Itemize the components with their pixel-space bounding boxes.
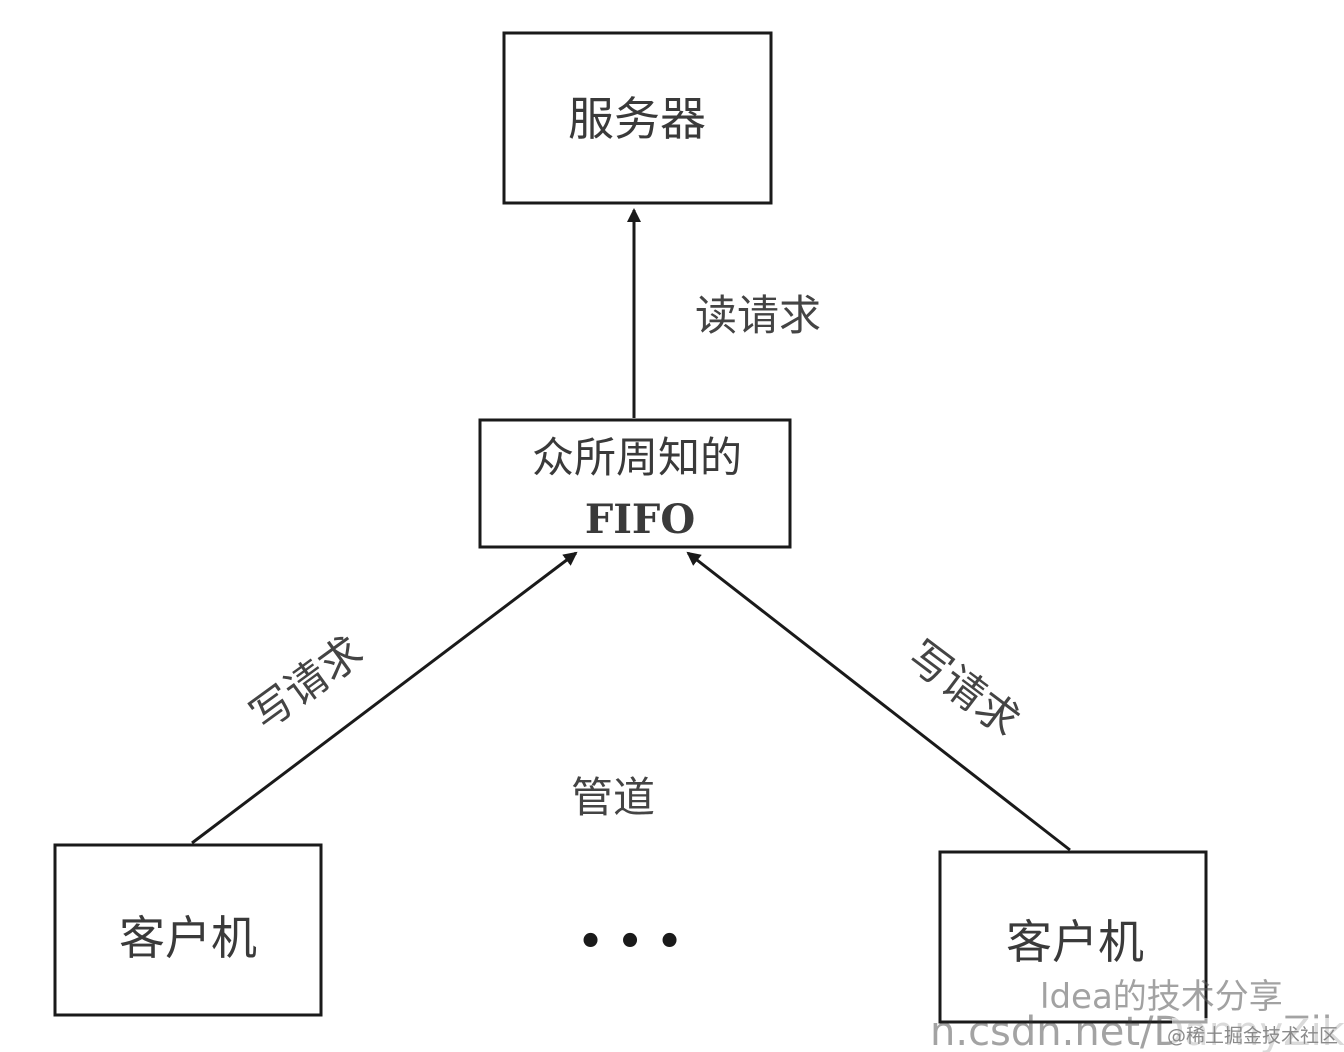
write-arrow-left	[191, 551, 578, 845]
server-node: 服务器	[502, 31, 773, 205]
watermark: ldea的技术分享 n.csdn.net/DannyZike @稀土掘金技术社区	[930, 977, 1344, 1052]
client-left-node: 客户机	[53, 843, 323, 1017]
write-arrow-right	[686, 551, 1071, 852]
client-right-node: 客户机	[938, 850, 1208, 1024]
watermark-left-text: ldea的技术分享	[1040, 977, 1283, 1017]
fifo-node: 众所周知的 FIFO	[478, 418, 792, 549]
fifo-label-line2: FIFO	[585, 496, 695, 543]
pipe-label: 管道	[571, 773, 655, 822]
read-request-label: 读请求	[695, 291, 821, 340]
client-left-label: 客户机	[119, 911, 257, 965]
fifo-label-line1: 众所周知的	[532, 433, 742, 482]
write-request-right-label: 写请求	[899, 631, 1029, 746]
ellipsis: • • •	[578, 919, 683, 965]
watermark-corner-text: @稀土掘金技术社区	[1167, 1025, 1338, 1047]
client-right-label: 客户机	[1006, 915, 1144, 969]
server-label: 服务器	[568, 92, 706, 146]
